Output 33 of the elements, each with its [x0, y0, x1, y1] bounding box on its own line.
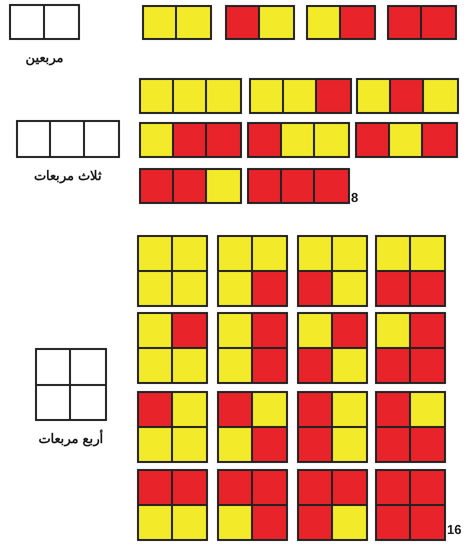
colored-grid [139, 78, 242, 114]
colored-grid [297, 391, 368, 463]
grid-label: مربعين [26, 49, 64, 68]
colored-grid [217, 312, 288, 384]
colored-grid [217, 469, 288, 541]
count-label: 8 [351, 189, 358, 207]
count-label: 16 [447, 521, 462, 539]
colored-grid [217, 235, 288, 307]
colored-grid [375, 391, 446, 463]
colored-grid [247, 122, 350, 158]
colored-grid [355, 122, 458, 158]
colored-grid [375, 469, 446, 541]
colored-grid [297, 312, 368, 384]
colored-grid [249, 78, 352, 114]
colored-grid [375, 235, 446, 307]
colored-grid [297, 469, 368, 541]
colored-grid [297, 235, 368, 307]
colored-grid [139, 122, 242, 158]
colored-grid [137, 235, 208, 307]
colored-grid [356, 78, 459, 114]
colored-grid [247, 168, 350, 204]
colored-grid [387, 5, 457, 40]
colored-grid [139, 168, 242, 204]
colored-grid [137, 469, 208, 541]
colored-grid [225, 5, 295, 40]
colored-grid [306, 5, 376, 40]
grid-label: ثلاث مربعات [34, 167, 102, 186]
colored-grid [137, 391, 208, 463]
colored-grid [217, 391, 288, 463]
colored-grid [137, 312, 208, 384]
grid-label: أربع مربعات [38, 429, 104, 448]
colored-grid [142, 5, 212, 40]
colored-grid [375, 312, 446, 384]
